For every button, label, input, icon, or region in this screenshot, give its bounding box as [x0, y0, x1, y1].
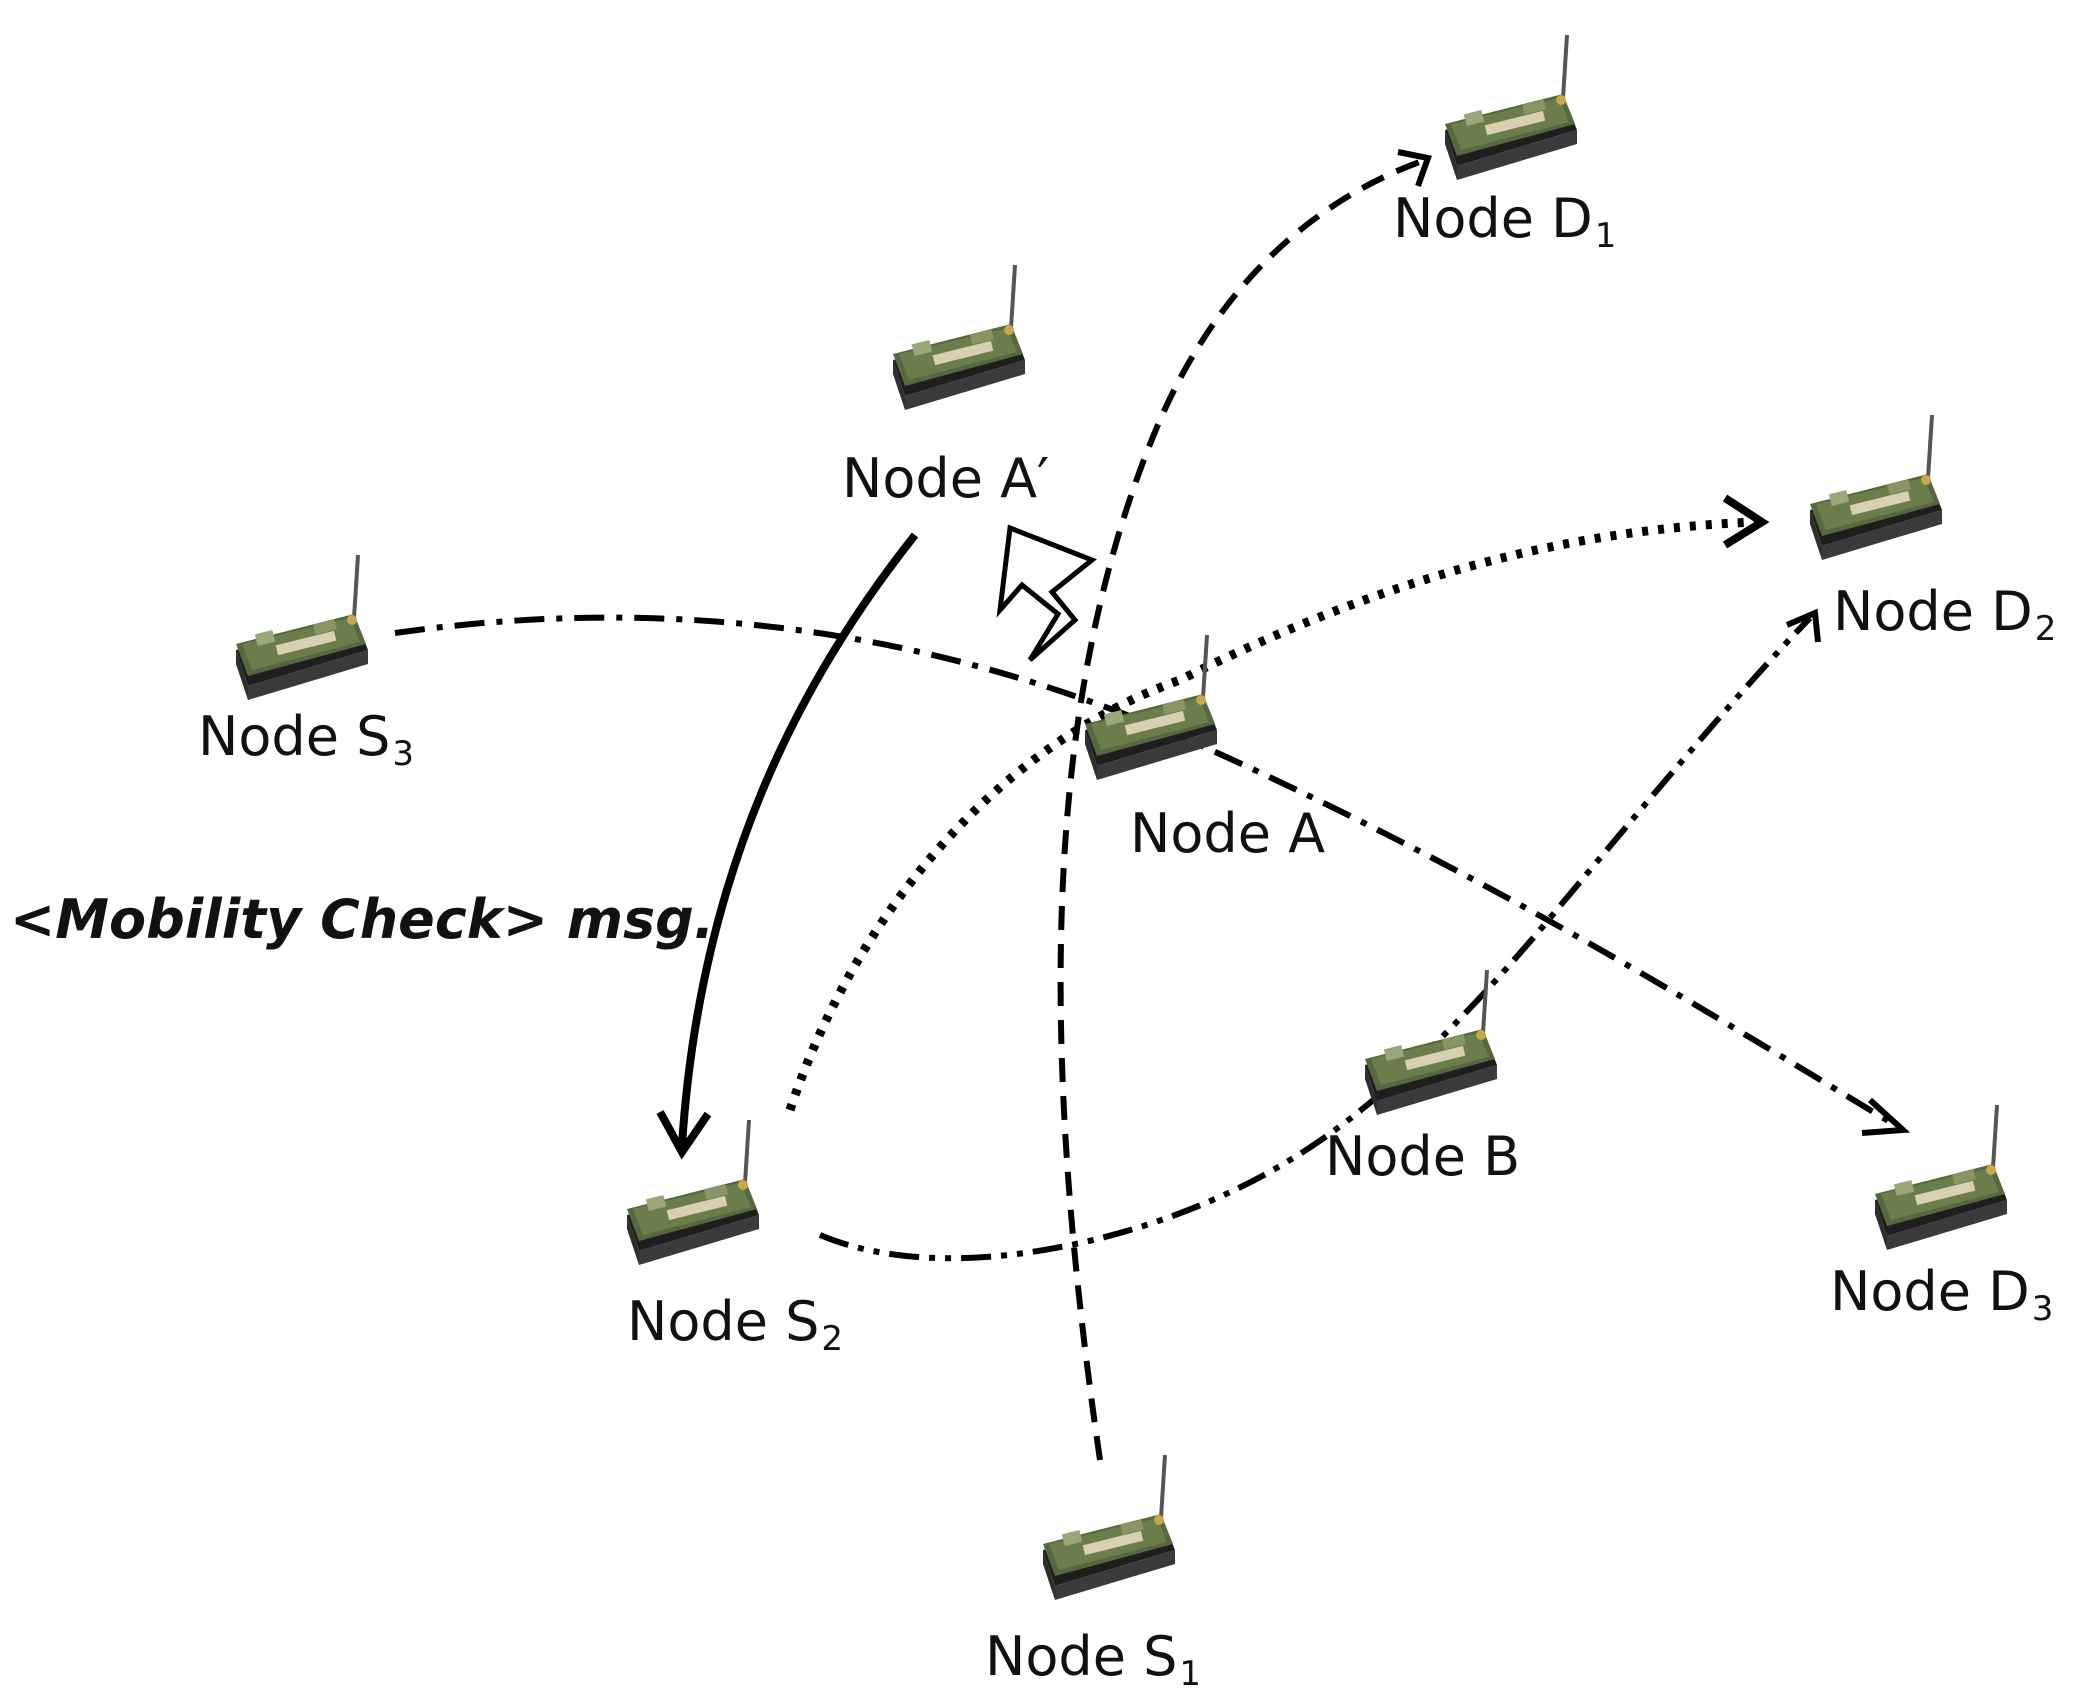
sensor-node-icon-d1 — [1443, 33, 1579, 182]
label-node-a: Node A — [1130, 802, 1326, 865]
sensor-node-icon-a-prime — [891, 263, 1027, 412]
sensor-node-icon-b — [1363, 968, 1499, 1117]
mobility-check-route — [678, 532, 919, 1146]
label-node-d3: Node D3 — [1830, 1260, 2054, 1329]
route-s2-via-b-to-d2 — [818, 615, 1813, 1262]
arrowhead-d2 — [1722, 494, 1770, 549]
sensor-node-icon-s3 — [234, 553, 370, 702]
sensor-node-icon-s1 — [1041, 1453, 1177, 1602]
arrowhead-s2 — [656, 1110, 712, 1160]
sensor-node-icon-d3 — [1873, 1103, 2009, 1252]
route-s1-to-d1 — [1057, 157, 1426, 1461]
arrowhead-d1 — [1397, 149, 1432, 188]
label-node-s3: Node S3 — [198, 705, 415, 774]
label-node-a-prime: Node A′ — [842, 447, 1050, 510]
movement-arrow-icon — [996, 524, 1097, 662]
label-node-s2: Node S2 — [627, 1290, 844, 1359]
label-node-b: Node B — [1325, 1125, 1521, 1188]
label-node-s1: Node S1 — [985, 1625, 1202, 1694]
arrowhead-d3 — [1861, 1097, 1911, 1136]
arrowhead-d2-from-b — [1785, 608, 1821, 643]
label-node-d1: Node D1 — [1393, 187, 1617, 256]
label-node-d2: Node D2 — [1833, 580, 2057, 649]
sensor-node-icon-d2 — [1808, 413, 1944, 562]
mobility-check-message-label: <Mobility Check> msg. — [10, 888, 715, 951]
